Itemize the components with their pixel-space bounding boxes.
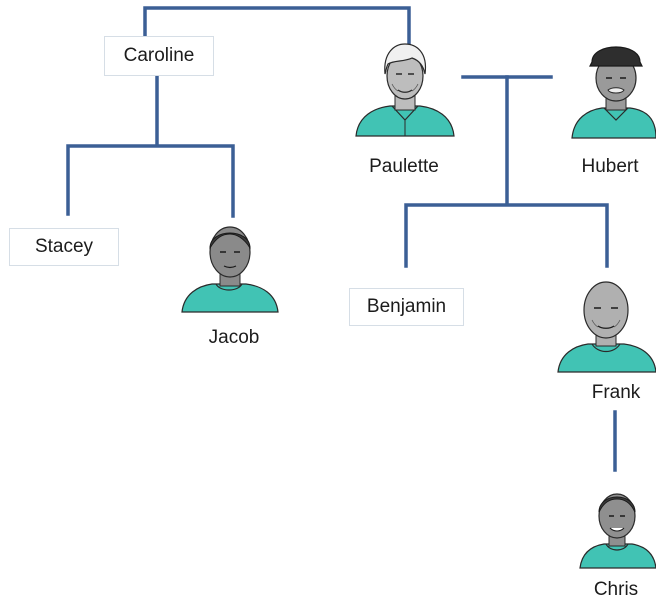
- connector-caroline-children: [66, 74, 235, 218]
- person-name-jacob: Jacob: [208, 327, 260, 348]
- person-name-paulette: Paulette: [369, 156, 439, 177]
- boy-portrait-icon: [579, 493, 656, 569]
- person-name-hubert: Hubert: [581, 156, 639, 177]
- person-name-benjamin: Benjamin: [366, 296, 447, 317]
- connector-caroline-paulette: [143, 6, 411, 46]
- elderly-woman-portrait-icon: [355, 43, 455, 137]
- person-name-frank: Frank: [591, 382, 641, 403]
- person-name-chris: Chris: [593, 579, 639, 600]
- person-box-benjamin: Benjamin: [349, 288, 464, 326]
- young-man-portrait-icon: [181, 226, 279, 313]
- person-box-stacey: Stacey: [9, 228, 119, 266]
- bald-man-portrait-icon: [557, 281, 656, 373]
- person-box-caroline: Caroline: [104, 36, 214, 76]
- person-name-stacey: Stacey: [34, 236, 94, 257]
- man-with-cap-portrait-icon: [571, 46, 656, 139]
- person-name-caroline: Caroline: [123, 45, 195, 66]
- connector-couple-children: [404, 75, 609, 268]
